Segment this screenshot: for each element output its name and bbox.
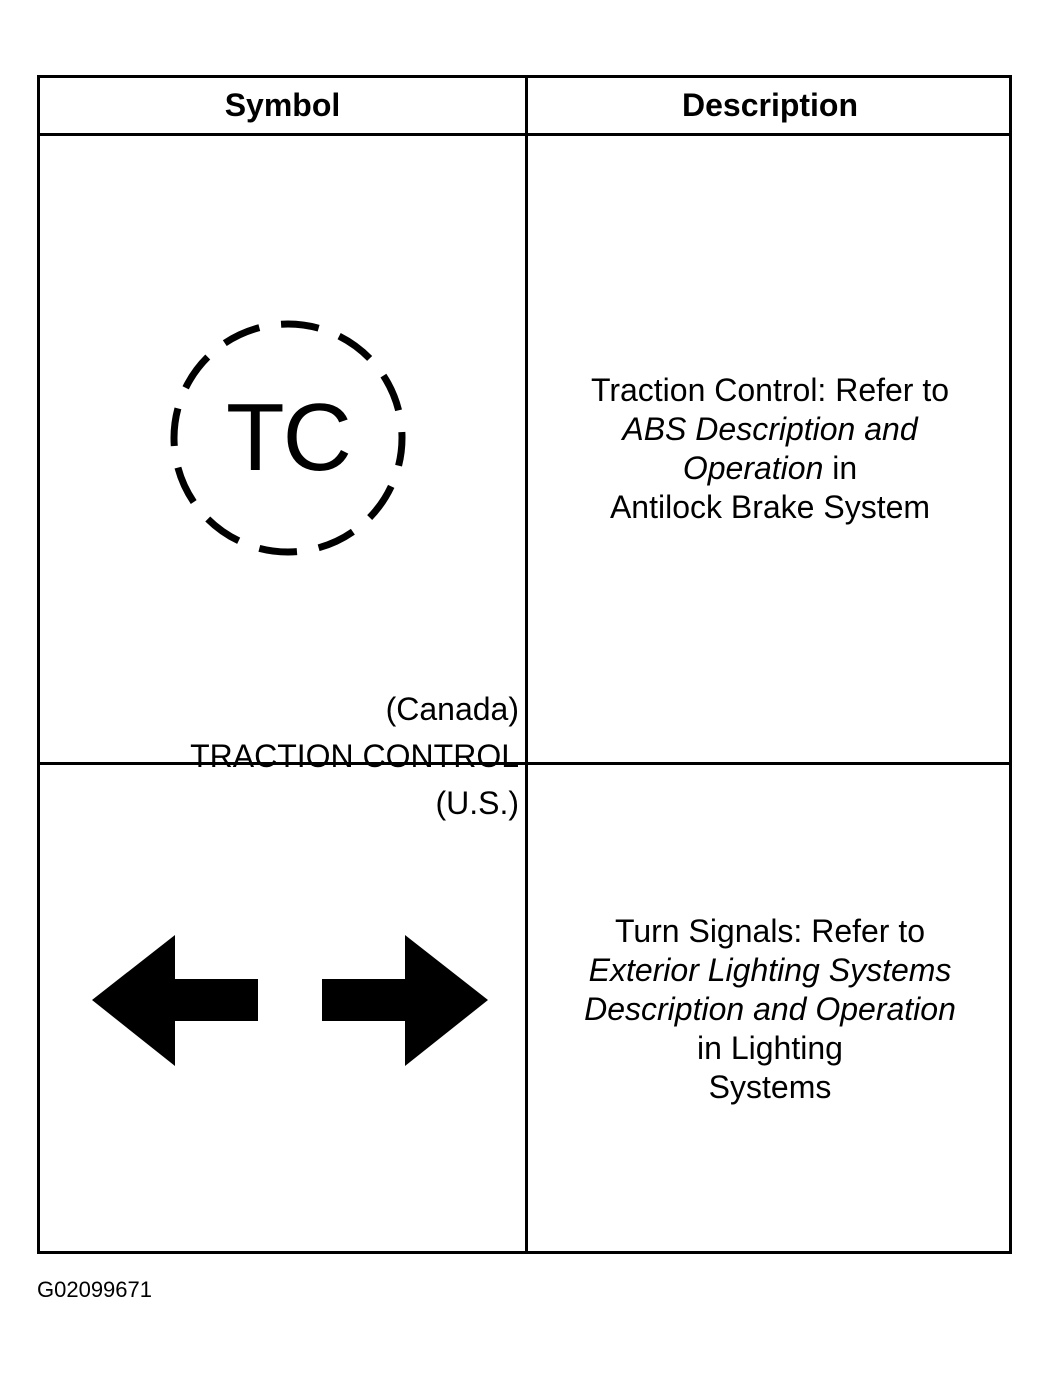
desc-line-italic: Description and Operation <box>584 991 956 1027</box>
tc-symbol-text: TC <box>226 384 352 491</box>
description-cell-turn-signals: Turn Signals: Refer to Exterior Lighting… <box>528 765 1012 1251</box>
turn-signal-arrows-icon <box>92 935 488 1066</box>
desc-line-italic: Exterior Lighting Systems <box>588 952 952 988</box>
label-us: (U.S.) <box>435 785 519 821</box>
desc-line-mixed: Operation in <box>528 449 1012 488</box>
turn-signals-description: Turn Signals: Refer to Exterior Lighting… <box>528 912 1012 1107</box>
right-arrow-icon <box>322 935 488 1066</box>
header-description: Description <box>681 87 859 123</box>
row-divider <box>40 762 1009 765</box>
desc-line: Turn Signals: Refer to <box>614 913 926 949</box>
symbol-table: Symbol Description TC (Canada) TRACTION … <box>37 75 1012 1254</box>
header-symbol: Symbol <box>224 87 341 123</box>
desc-line: Systems <box>708 1069 832 1105</box>
label-traction-control: TRACTION CONTROL <box>190 738 519 774</box>
symbol-cell-traction-control: TC (Canada) TRACTION CONTROL (U.S.) <box>40 136 525 821</box>
figure-id: G02099671 <box>37 1277 152 1302</box>
traction-control-dashed-circle-icon: TC <box>158 308 418 568</box>
header-divider <box>40 133 1009 136</box>
desc-line-italic: ABS Description and <box>622 411 918 447</box>
dashed-circle-icon <box>170 320 406 556</box>
left-arrow-icon <box>92 935 258 1066</box>
traction-control-description: Traction Control: Refer to ABS Descripti… <box>528 371 1012 527</box>
desc-fragment: in <box>823 450 858 486</box>
symbol-cell-turn-signals <box>40 765 525 1251</box>
description-cell-traction-control: Traction Control: Refer to ABS Descripti… <box>528 136 1012 762</box>
symbol-labels: (Canada) TRACTION CONTROL (U.S.) <box>190 686 519 827</box>
desc-line: Antilock Brake System <box>609 489 931 525</box>
label-canada: (Canada) <box>385 691 519 727</box>
desc-line: Traction Control: Refer to <box>590 372 950 408</box>
column-divider <box>525 78 528 1251</box>
desc-line: in Lighting <box>697 1030 843 1066</box>
desc-italic-fragment: Operation <box>682 450 824 486</box>
